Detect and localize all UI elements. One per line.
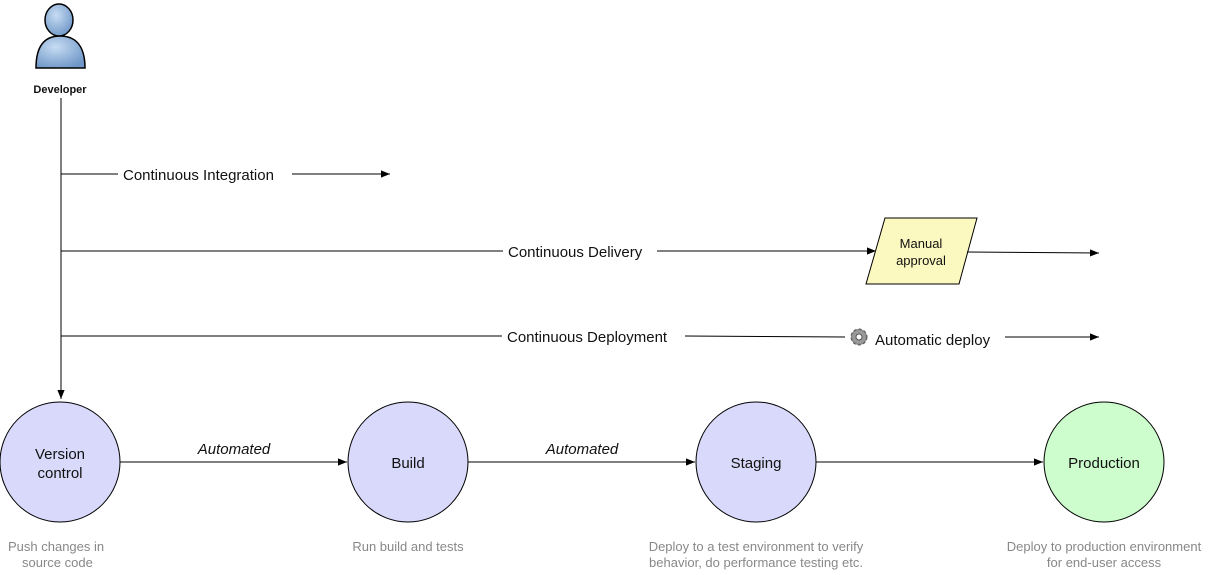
- manual-approval-parallelogram: [865, 217, 978, 285]
- edge-vc-build-label: Automated: [197, 441, 271, 458]
- version-control-node: [0, 401, 121, 523]
- version-control-caption-1: Push changes in: [8, 539, 104, 554]
- staging-caption-1: Deploy to a test environment to verify: [649, 539, 864, 554]
- version-control-line1: Version: [35, 446, 85, 463]
- build-caption-1: Run build and tests: [352, 539, 464, 554]
- edge-build-staging-label: Automated: [545, 441, 619, 458]
- cdelivery-label: Continuous Delivery: [508, 244, 643, 261]
- version-control-caption-2: source code: [22, 555, 93, 570]
- cdeploy-line-mid: [684, 335, 846, 338]
- automatic-deploy-label: Automatic deploy: [875, 332, 991, 349]
- cdeploy-label: Continuous Deployment: [507, 329, 668, 346]
- staging-caption-2: behavior, do performance testing etc.: [649, 555, 863, 570]
- production-caption-1: Deploy to production environment: [1007, 539, 1202, 554]
- staging-label: Staging: [731, 455, 782, 472]
- staging-node: [695, 401, 817, 523]
- build-node: [347, 401, 469, 523]
- build-label: Build: [391, 455, 424, 472]
- version-control-line2: control: [37, 465, 82, 482]
- developer-label: Developer: [33, 84, 87, 96]
- manual-approval-line2: approval: [896, 253, 946, 268]
- cdelivery-arrow-out: [966, 249, 1100, 257]
- ci-label: Continuous Integration: [123, 167, 274, 184]
- manual-approval-line1: Manual: [900, 236, 943, 251]
- developer-person-icon: [35, 3, 86, 69]
- production-label: Production: [1068, 455, 1140, 472]
- production-node: [1043, 401, 1165, 523]
- production-caption-2: for end-user access: [1047, 555, 1162, 570]
- gear-icon: [850, 328, 868, 346]
